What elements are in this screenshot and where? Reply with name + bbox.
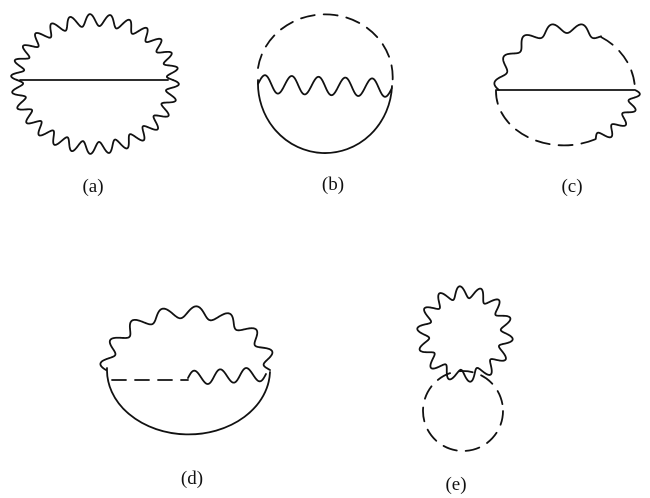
diagram-b-upper-dashed-arc: [257, 13, 394, 87]
diagram-c-lower-dashed-arc: [495, 89, 597, 147]
diagram-e-dashed-loop: [422, 370, 504, 452]
diagram-c: (c): [493, 23, 641, 197]
diagram-b-label: (b): [322, 174, 344, 195]
diagram-a-label: (a): [82, 176, 103, 197]
diagram-d-lower-solid-arc: [106, 367, 271, 436]
diagram-d-upper-wavy-arc: [99, 305, 274, 371]
diagram-a: (a): [10, 13, 180, 197]
diagram-c-upper-dashed-arc: [600, 36, 636, 91]
diagram-b: (b): [257, 13, 394, 195]
diagram-c-lower-wavy-arc: [594, 89, 641, 140]
diagram-a-lower-wavy-arc: [11, 79, 180, 155]
diagram-a-upper-wavy-arc: [10, 13, 179, 81]
diagram-c-label: (c): [561, 176, 582, 197]
diagram-e: (e): [416, 285, 514, 495]
diagram-e-label: (e): [445, 474, 466, 495]
diagram-d-label: (d): [181, 468, 203, 489]
diagram-e-wavy-loop: [416, 285, 514, 383]
diagram-c-upper-wavy-arc: [493, 23, 602, 91]
diagram-d: (d): [99, 305, 274, 489]
diagram-b-lower-solid-arc: [257, 79, 393, 154]
diagram-d-wavy-segment: [187, 367, 267, 385]
diagram-b-wavy-chord: [257, 74, 393, 98]
